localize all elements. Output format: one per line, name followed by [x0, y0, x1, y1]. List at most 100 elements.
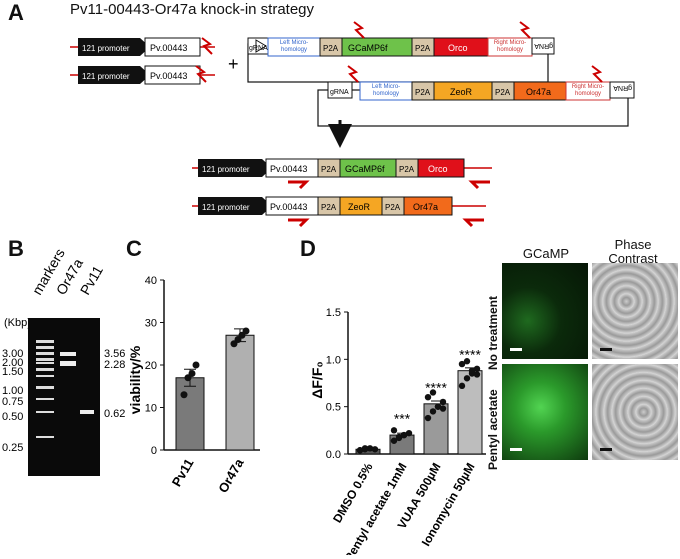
- panel-a-title: Pv11-00443-Or47a knock-in strategy: [70, 1, 315, 18]
- donor2-right-homology: Right Micro-homology: [571, 84, 605, 97]
- y-tick-label: 30: [145, 318, 157, 330]
- data-point: [390, 427, 398, 434]
- gel-unit: (Kbp): [4, 317, 31, 329]
- data-point: [188, 370, 196, 377]
- panel-d-ylabel: ΔF/F₀: [309, 361, 325, 398]
- svg-text:0.62: 0.62: [104, 408, 125, 420]
- donor1-p2a-2: P2A: [415, 44, 431, 53]
- svg-text:0.50: 0.50: [2, 411, 23, 423]
- data-point: [473, 365, 481, 372]
- y-tick-label: 40: [145, 275, 157, 287]
- primer-icon: [288, 180, 310, 190]
- donor2-p2a-2: P2A: [495, 88, 511, 97]
- data-point: [458, 360, 466, 368]
- panel-b-gel: markers Or47a Pv11 (Kbp) 3.00 2.00 1.50 …: [2, 246, 125, 476]
- panel-d-letter: D: [300, 236, 316, 261]
- y-tick-label: 1.0: [326, 354, 341, 366]
- result2-zeor: ZeoR: [348, 202, 371, 212]
- primer-icon: [288, 218, 310, 228]
- data-point: [424, 394, 432, 401]
- svg-text:3.56: 3.56: [104, 348, 125, 360]
- data-point: [473, 371, 481, 378]
- cut-icon: [347, 65, 359, 83]
- cut-icon: [201, 37, 213, 55]
- scale-bar: [510, 448, 522, 451]
- data-point: [180, 391, 188, 399]
- gel-image: [28, 318, 100, 476]
- col-label-gcamp: GCaMP: [522, 246, 570, 261]
- data-point: [429, 389, 437, 396]
- data-point: [405, 429, 413, 437]
- plus-sign: +: [228, 54, 239, 74]
- data-point: [439, 405, 447, 412]
- donor2-grna-left: gRNA: [330, 89, 349, 96]
- result-locus-2: 121 promoter Pv.00443 P2A ZeoR P2A Or47a: [192, 196, 486, 228]
- band-labels: 3.56 2.28 0.62: [104, 348, 125, 420]
- panel-c-letter: C: [126, 236, 142, 261]
- svg-text:3.00: 3.00: [2, 348, 23, 360]
- donor1-grna-left: gRNA: [249, 45, 268, 52]
- data-point: [463, 375, 471, 382]
- phase-image-pentyl: [592, 364, 678, 460]
- donor2-grna-right: gRNA: [613, 84, 632, 91]
- svg-text:2.28: 2.28: [104, 359, 125, 371]
- scale-bar: [510, 348, 522, 351]
- band-0.62: [80, 410, 94, 414]
- svg-text:0.75: 0.75: [2, 396, 23, 408]
- result1-orco: Orco: [428, 164, 448, 174]
- ladder-labels: 3.00 2.00 1.50 1.00 0.75 0.50 0.25: [2, 348, 23, 454]
- significance-label: ***: [394, 411, 411, 427]
- col-label-phase: Phase Contrast: [608, 237, 658, 266]
- svg-text:1.50: 1.50: [2, 366, 23, 378]
- bar: [225, 334, 255, 451]
- bar: [175, 377, 205, 451]
- cut-icon: [591, 65, 603, 83]
- significance-label: ****: [425, 379, 447, 395]
- data-point: [390, 437, 398, 444]
- result2-promoter: 121 promoter: [202, 203, 250, 212]
- wild-promoter-1: 121 promoter: [82, 44, 130, 53]
- y-tick-label: 0.0: [326, 449, 341, 461]
- data-point: [242, 327, 250, 335]
- wild-promoter-2: 121 promoter: [82, 72, 130, 81]
- data-point: [434, 403, 442, 410]
- donor1-grna-right: gRNA: [534, 42, 553, 49]
- wild-gene-1: Pv.00443: [150, 43, 187, 53]
- data-point: [458, 382, 466, 390]
- donor2-or47a: Or47a: [526, 87, 551, 97]
- svg-text:2.00: 2.00: [2, 357, 23, 369]
- donor1-orco: Orco: [448, 43, 468, 53]
- result-locus-1: 121 promoter Pv.00443 P2A GCaMP6f P2A Or…: [192, 158, 492, 190]
- data-point: [395, 433, 403, 441]
- x-tick-label: Pv11: [169, 456, 197, 489]
- donor2-p2a: P2A: [415, 88, 431, 97]
- result2-p2a: P2A: [321, 203, 337, 212]
- gcamp-image-pentyl: [502, 364, 588, 460]
- data-point: [429, 408, 437, 415]
- data-point: [468, 367, 476, 374]
- svg-text:0.25: 0.25: [2, 442, 23, 454]
- wild-locus-1: 121 promoter Pv.00443: [70, 37, 215, 57]
- donor2-left-homology: Left Micro-homology: [371, 84, 401, 97]
- result1-p2a-2: P2A: [399, 165, 415, 174]
- cut-icon: [353, 21, 365, 39]
- row-label-no-treatment: No treatment: [486, 295, 500, 370]
- scale-bar: [600, 348, 612, 351]
- donor1-right-homology: Right Micro-homology: [493, 40, 527, 53]
- data-point: [356, 447, 364, 454]
- data-point: [192, 361, 200, 369]
- data-point: [424, 414, 432, 422]
- significance-label: ****: [459, 346, 481, 362]
- y-tick-label: 20: [145, 360, 157, 372]
- wild-gene-2: Pv.00443: [150, 71, 187, 81]
- data-point: [361, 445, 369, 452]
- ladder-bands: [36, 340, 54, 438]
- result2-gene: Pv.00443: [270, 202, 307, 212]
- panel-a-letter: A: [8, 0, 24, 25]
- result1-gcamp: GCaMP6f: [345, 164, 385, 174]
- cut-icon: [519, 21, 531, 39]
- donor1-gcamp: GCaMP6f: [348, 43, 388, 53]
- data-point: [371, 446, 379, 453]
- donor1-p2a: P2A: [323, 44, 339, 53]
